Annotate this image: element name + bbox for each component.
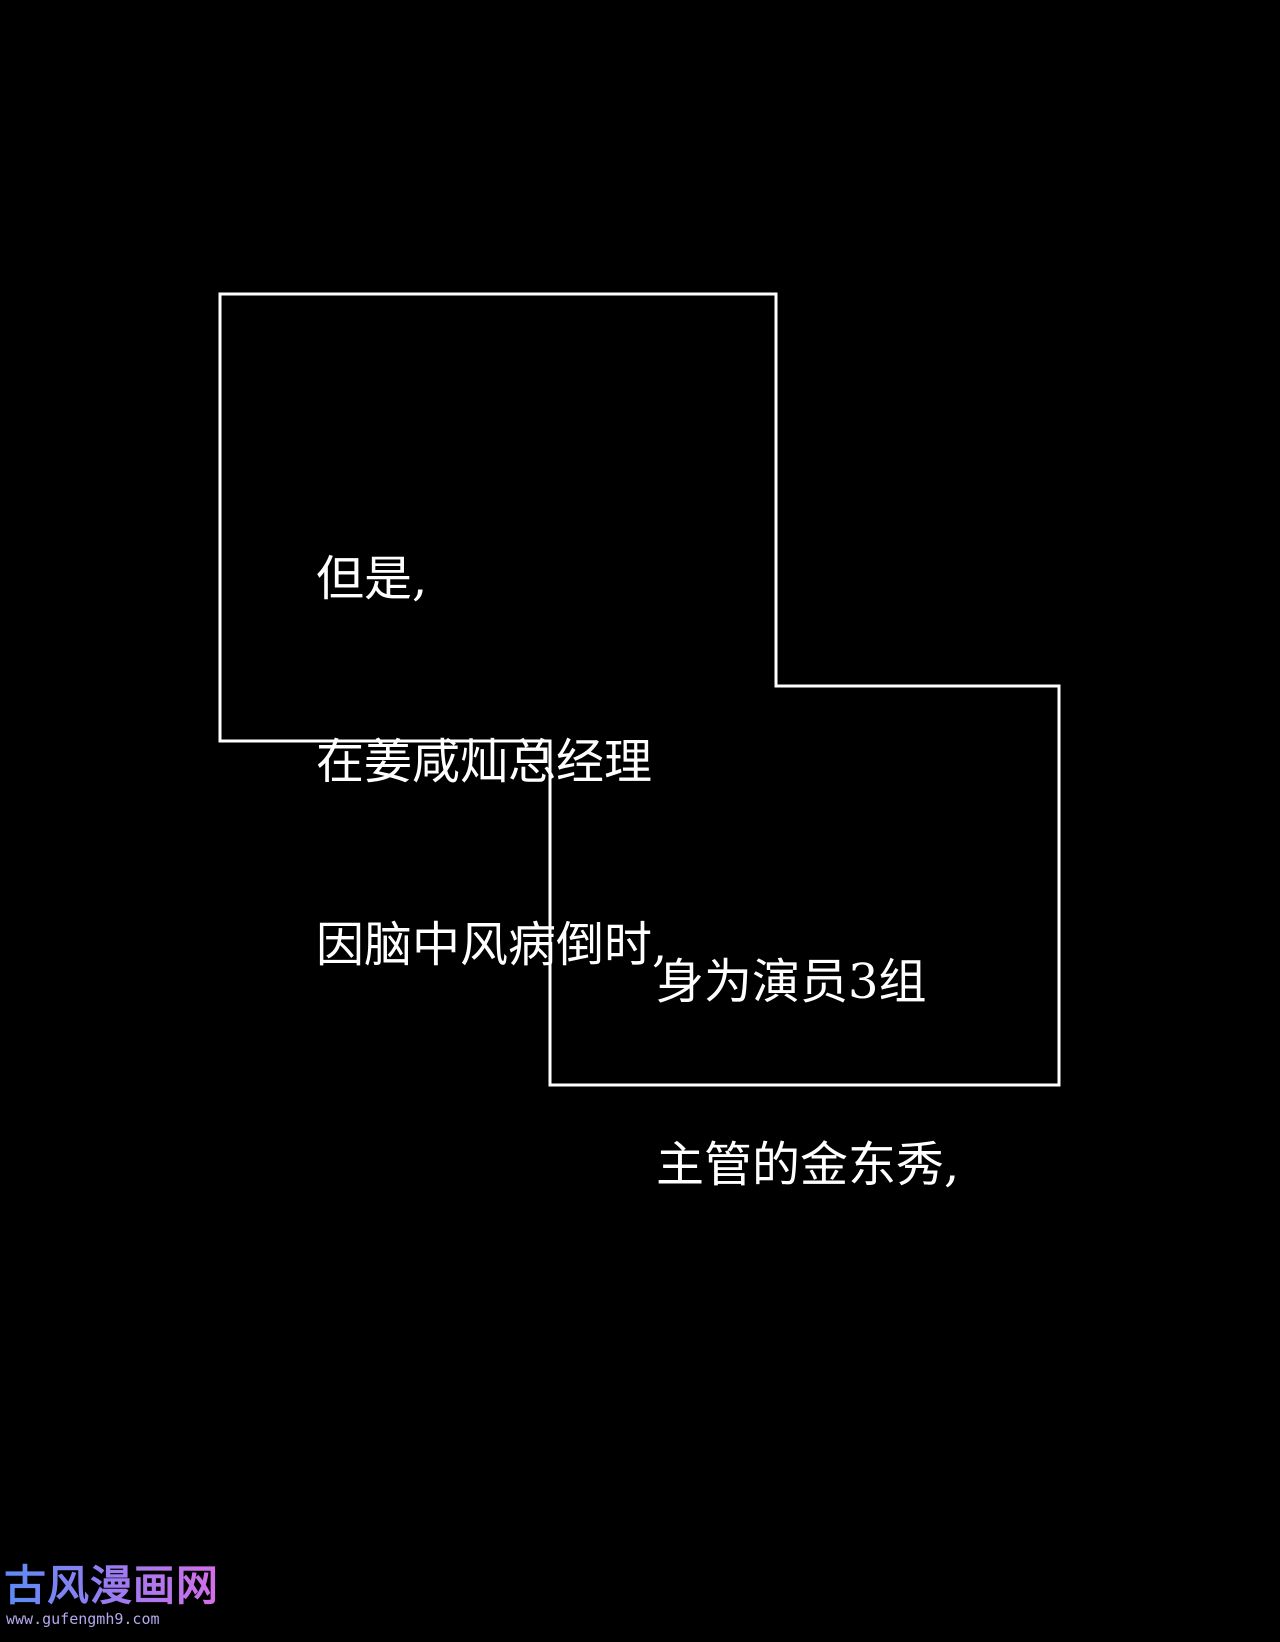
caption-line: 主管的金东秀, [656,1137,960,1193]
caption-line: 因脑中风病倒时, [316,917,668,973]
caption-upper: 但是, 在姜咸灿总经理 因脑中风病倒时, [316,427,667,1037]
watermark: 古风漫画网 www.gufengmh9.com [4,1561,220,1629]
caption-lower: 身为演员3组 主管的金东秀, [656,830,959,1257]
watermark-url: www.gufengmh9.com [6,1610,160,1628]
caption-line: 身为演员3组 [656,954,927,1010]
caption-line: 在姜咸灿总经理 [316,734,653,790]
watermark-title: 古风漫画网 [4,1561,220,1610]
caption-line: 但是, [316,551,428,607]
